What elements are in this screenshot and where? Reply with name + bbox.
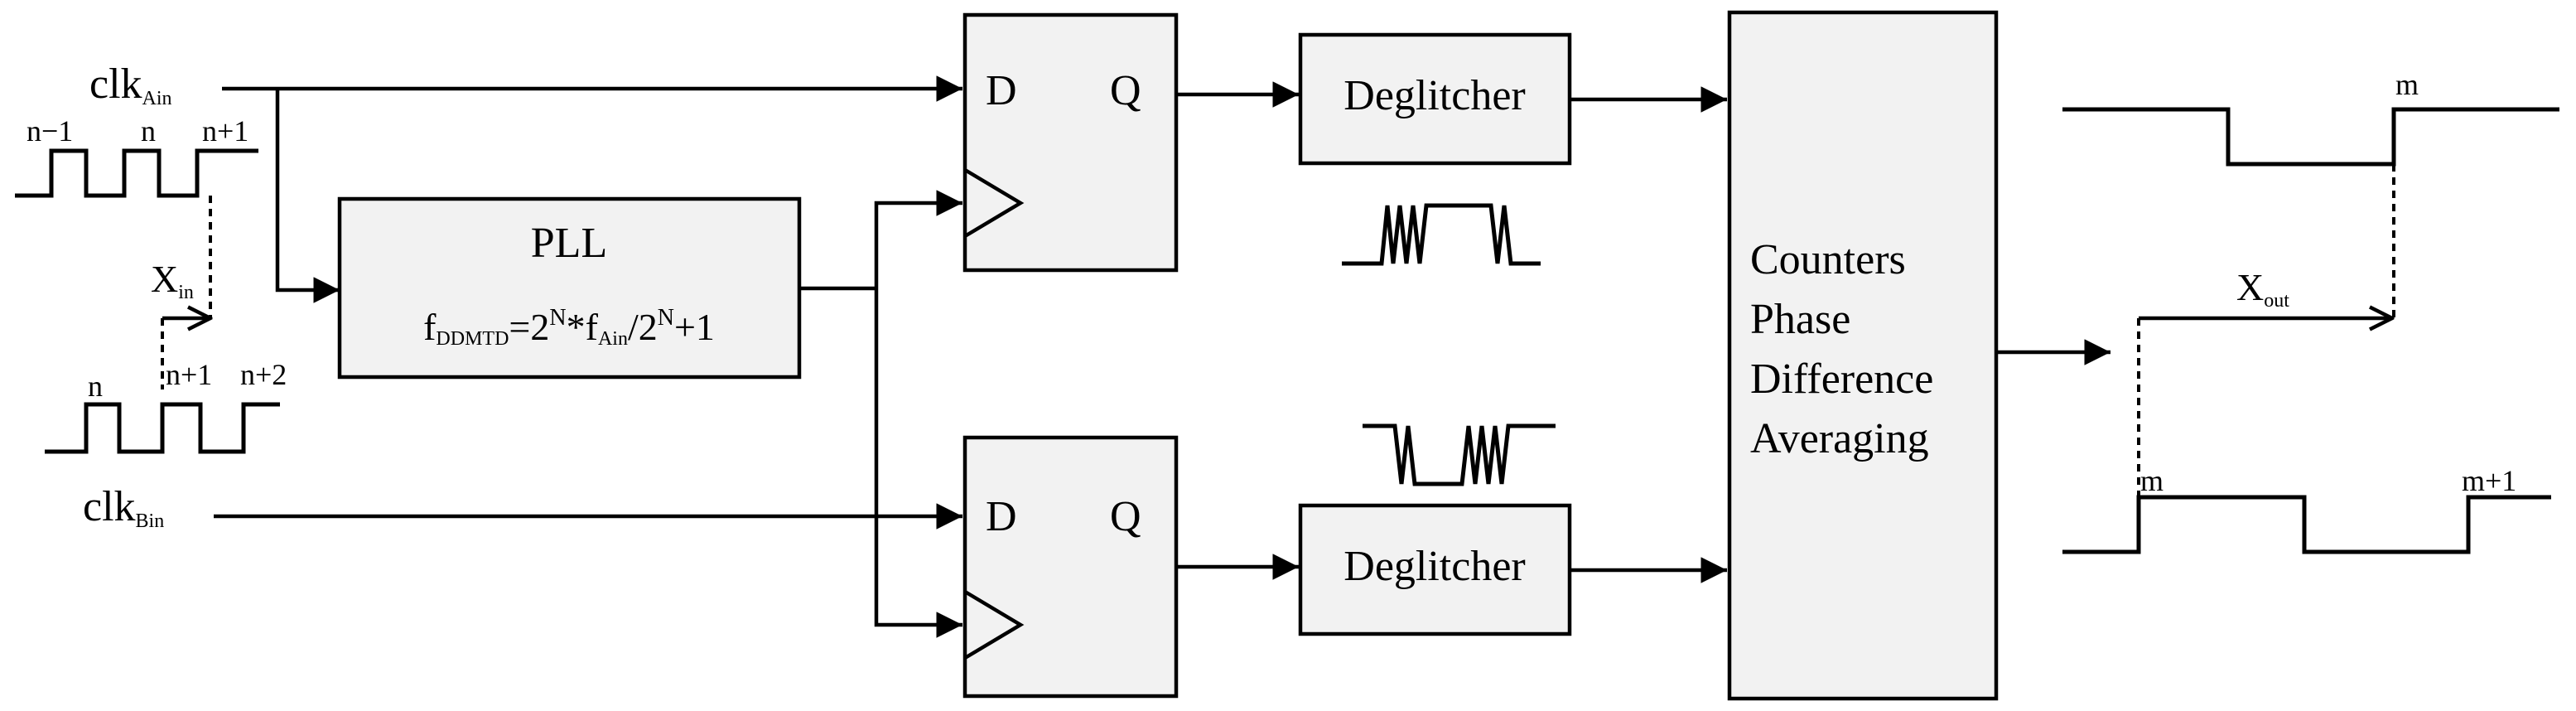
wire-pll-to-ff1 xyxy=(874,190,962,288)
glitch-waveform-1 xyxy=(1342,203,1541,266)
output-waveform-top xyxy=(2062,107,2559,167)
flipflop-2-d-label: D xyxy=(986,493,1017,540)
pll-equation: fDDMTD=2N*fAin/2N+1 xyxy=(423,305,715,350)
deglitcher-2 xyxy=(1298,503,1572,636)
flipflop-2-q-label: Q xyxy=(1110,493,1141,540)
clk-b-label: clkBin xyxy=(83,483,164,532)
x-out-label: Xout xyxy=(2236,266,2289,312)
waveform-b-label-3: n+2 xyxy=(240,358,287,391)
x-in-label: Xin xyxy=(151,258,194,303)
wire-clk-a-to-pll xyxy=(275,89,340,303)
deglitcher-2-label: Deglitcher xyxy=(1343,543,1525,590)
wire-pll-to-ff2 xyxy=(874,288,962,638)
waveform-b-label-1: n xyxy=(88,370,103,403)
pll-title: PLL xyxy=(531,220,607,267)
waveform-a-label-3: n+1 xyxy=(202,114,248,148)
deglitcher-1-label: Deglitcher xyxy=(1343,72,1525,119)
flipflop-1-q-label: Q xyxy=(1110,67,1141,114)
waveform-b xyxy=(45,402,280,454)
flipflop-2-clock-triangle xyxy=(963,590,1025,660)
flipflop-1 xyxy=(962,12,1179,273)
counters-line-1: Counters xyxy=(1750,236,1906,283)
clk-a-label: clkAin xyxy=(89,60,172,109)
output-waveform-bottom xyxy=(2062,495,2551,554)
deglitcher-1 xyxy=(1298,32,1572,166)
output-bottom-label-2: m+1 xyxy=(2462,464,2516,497)
waveform-a-label-1: n−1 xyxy=(27,114,73,148)
waveform-a xyxy=(15,148,258,198)
flipflop-1-clock-triangle xyxy=(963,168,1025,238)
output-top-label: m xyxy=(2395,68,2419,101)
waveform-a-label-2: n xyxy=(141,114,156,148)
output-bottom-label-1: m xyxy=(2140,464,2164,497)
counters-block xyxy=(1727,10,1999,701)
counters-line-3: Difference xyxy=(1750,356,1933,403)
pll-block xyxy=(337,196,802,380)
counters-line-4: Averaging xyxy=(1750,415,1929,462)
flipflop-1-d-label: D xyxy=(986,67,1017,114)
waveform-b-label-2: n+1 xyxy=(166,358,212,391)
glitch-waveform-2 xyxy=(1363,423,1556,486)
flipflop-2 xyxy=(962,435,1179,699)
counters-line-2: Phase xyxy=(1750,296,1850,343)
